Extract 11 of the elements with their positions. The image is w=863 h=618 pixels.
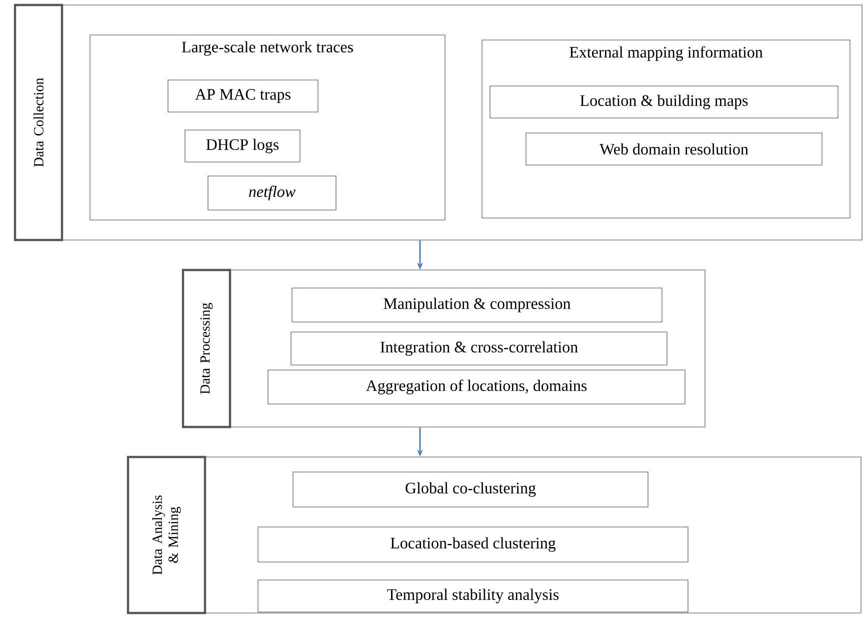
process-box: Location & building maps [490, 86, 838, 118]
process-box: AP MAC traps [168, 80, 318, 112]
process-box: Integration & cross-correlation [290, 332, 668, 366]
process-box: Temporal stability analysis [258, 580, 688, 612]
process-box: Web domain resolution [526, 132, 822, 166]
process-box: Manipulation & compression [292, 288, 662, 322]
process-box: Location-based clustering [258, 526, 688, 562]
process-box: Aggregation of locations, domains [268, 370, 686, 404]
process-box: DHCP logs [184, 130, 300, 162]
process-box: Global co-clustering [292, 472, 648, 508]
process-box: netflow [208, 176, 336, 210]
